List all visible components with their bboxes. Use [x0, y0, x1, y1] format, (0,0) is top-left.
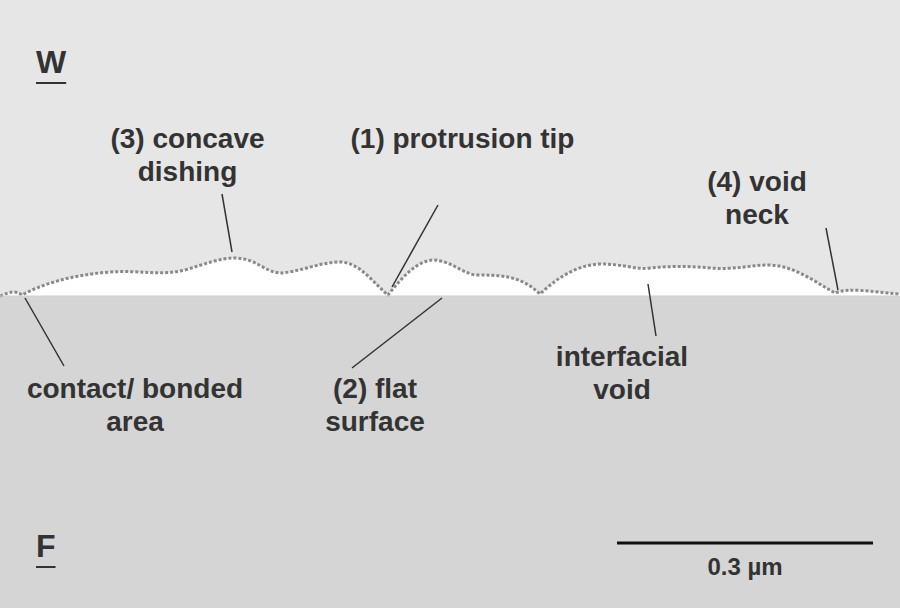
leader-line: [352, 298, 442, 368]
leader-line: [222, 194, 232, 252]
scale-bar: [617, 542, 873, 545]
void-outline: [0, 258, 900, 296]
callout-label: interfacial void: [527, 340, 717, 406]
callout-label: contact/ bonded area: [20, 372, 250, 438]
interfacial-void: [0, 258, 900, 296]
leader-line: [826, 228, 838, 290]
callout-label: (1) protrusion tip: [330, 122, 595, 155]
material-label: F: [36, 530, 96, 563]
flat-surface-line: [0, 296, 900, 297]
scale-label: 0.3 µm: [665, 550, 825, 583]
callout-label: (3) concave dishing: [80, 122, 295, 188]
leader-line: [648, 284, 656, 336]
callout-label: (2) flat surface: [295, 372, 455, 438]
w-region: [0, 0, 900, 296]
f-region: [0, 296, 900, 608]
material-label: W: [36, 46, 96, 79]
callout-label: (4) void neck: [682, 165, 832, 231]
leader-line: [392, 205, 438, 287]
leader-line: [25, 298, 64, 366]
leader-lines: [25, 194, 838, 368]
